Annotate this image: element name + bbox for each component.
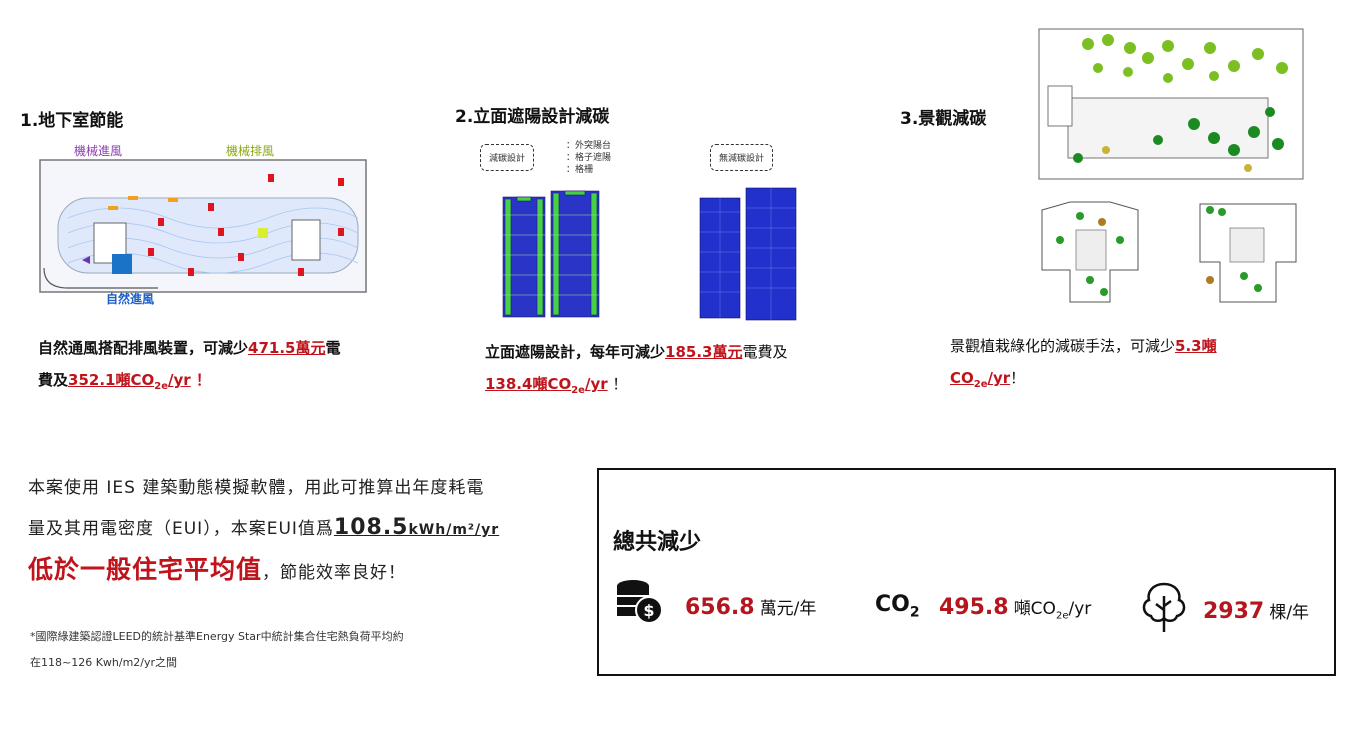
section-3-title: 3.景觀減碳 xyxy=(900,109,987,129)
total-title: 總共減少 xyxy=(613,530,702,555)
basement-ventilation-plan: 機械進風 機械排風 自然進風 xyxy=(38,140,368,306)
s3-co2-unit: CO2e/yr xyxy=(950,369,1011,390)
svg-text:$: $ xyxy=(643,601,654,620)
intake-label: 機械進風 xyxy=(74,144,123,158)
facade-bullets: ：外突陽台 ：格子遮陽 ：格柵 xyxy=(566,140,611,176)
reduce-design-tag: 減碳設計 xyxy=(480,144,535,171)
green-tower-model xyxy=(502,190,600,318)
coins-icon: $ xyxy=(617,580,663,624)
exhaust-label: 機械排風 xyxy=(226,144,275,158)
tree-value: 2937 xyxy=(1203,599,1265,624)
s1-desc-a: 自然通風搭配排風裝置，可減少 xyxy=(38,339,249,357)
s3-co2-value: 5.3噸 xyxy=(1175,337,1217,355)
total-reduction-box: 總共減少 $ 656.8 萬元/年 CO2 495.8 噸CO2e/yr 293… xyxy=(597,468,1336,676)
s2-desc-a: 立面遮陽設計，每年可減少 xyxy=(485,343,666,361)
co2-icon: CO2 xyxy=(875,592,920,621)
s1-cost-value: 471.5萬元 xyxy=(248,339,326,357)
tree-saving: 2937 棵/年 xyxy=(1203,598,1309,624)
eui-highlight: 低於一般住宅平均值 xyxy=(28,555,263,584)
s1-desc-c: 費及 xyxy=(38,371,69,389)
s2-co2-value: 138.4噸CO2e/yr xyxy=(485,375,608,396)
landscape-plan-a xyxy=(1041,201,1139,303)
section-2-title: 2.立面遮陽設計減碳 xyxy=(455,107,610,127)
eui-line-2: 量及其用電密度（EUI），本案EUI值爲108.5kWh/m²/yr xyxy=(28,515,500,540)
s1-end: ！ xyxy=(190,371,211,389)
section-3-description: 景觀植栽綠化的減碳手法，可減少5.3噸 CO2e/yr！ xyxy=(950,330,1280,401)
s1-desc-b: 電 xyxy=(325,339,341,357)
s2-cost-value: 185.3萬元 xyxy=(665,343,743,361)
tree-unit: 棵/年 xyxy=(1269,603,1310,623)
basement-plan-drawing xyxy=(39,159,367,293)
landscape-site-plan xyxy=(1038,28,1304,180)
eui-footnote: *國際綠建築認證LEED的統計基準Energy Star中統計集合住宅熱負荷平均… xyxy=(30,630,404,669)
s1-co2-value: 352.1噸CO2e/yr xyxy=(68,371,191,392)
money-saving: 656.8 萬元/年 xyxy=(685,594,816,620)
s3-end: ！ xyxy=(1010,369,1026,387)
money-value: 656.8 xyxy=(685,595,755,620)
section-1-title: 1.地下室節能 xyxy=(20,111,124,131)
co2-value: 495.8 xyxy=(939,595,1009,620)
no-reduce-design-tag: 無減碳設計 xyxy=(710,144,774,171)
bullet-grid-shade: ：格子遮陽 xyxy=(566,153,612,163)
eui-line-3: 低於一般住宅平均值，節能效率良好！ xyxy=(28,555,407,584)
s3-desc-a: 景觀植栽綠化的減碳手法，可減少 xyxy=(950,337,1176,355)
blue-tower-model xyxy=(699,187,797,321)
co2-unit: 噸CO2e/yr xyxy=(1013,599,1092,622)
bullet-grille: ：格柵 xyxy=(566,165,594,175)
bullet-balcony: ：外突陽台 xyxy=(566,141,612,151)
s2-end: ！ xyxy=(607,375,628,393)
natural-intake-label: 自然進風 xyxy=(106,292,155,306)
co2-saving: 495.8 噸CO2e/yr xyxy=(939,594,1091,621)
section-1-description: 自然通風搭配排風裝置，可減少471.5萬元電 費及352.1噸CO2e/yr ！ xyxy=(38,332,418,403)
s2-desc-b: 電費及 xyxy=(742,343,788,361)
eui-line-1: 本案使用 IES 建築動態模擬軟體，用此可推算出年度耗電 xyxy=(28,478,485,498)
eui-paragraph: 本案使用 IES 建築動態模擬軟體，用此可推算出年度耗電 量及其用電密度（EUI… xyxy=(28,468,588,593)
eui-value: 108.5kWh/m²/yr xyxy=(333,515,500,540)
money-unit: 萬元/年 xyxy=(759,599,817,619)
section-2-description: 立面遮陽設計，每年可減少185.3萬元電費及 138.4噸CO2e/yr ！ xyxy=(485,336,865,407)
tree-icon xyxy=(1142,582,1186,632)
landscape-plan-b xyxy=(1199,203,1297,303)
